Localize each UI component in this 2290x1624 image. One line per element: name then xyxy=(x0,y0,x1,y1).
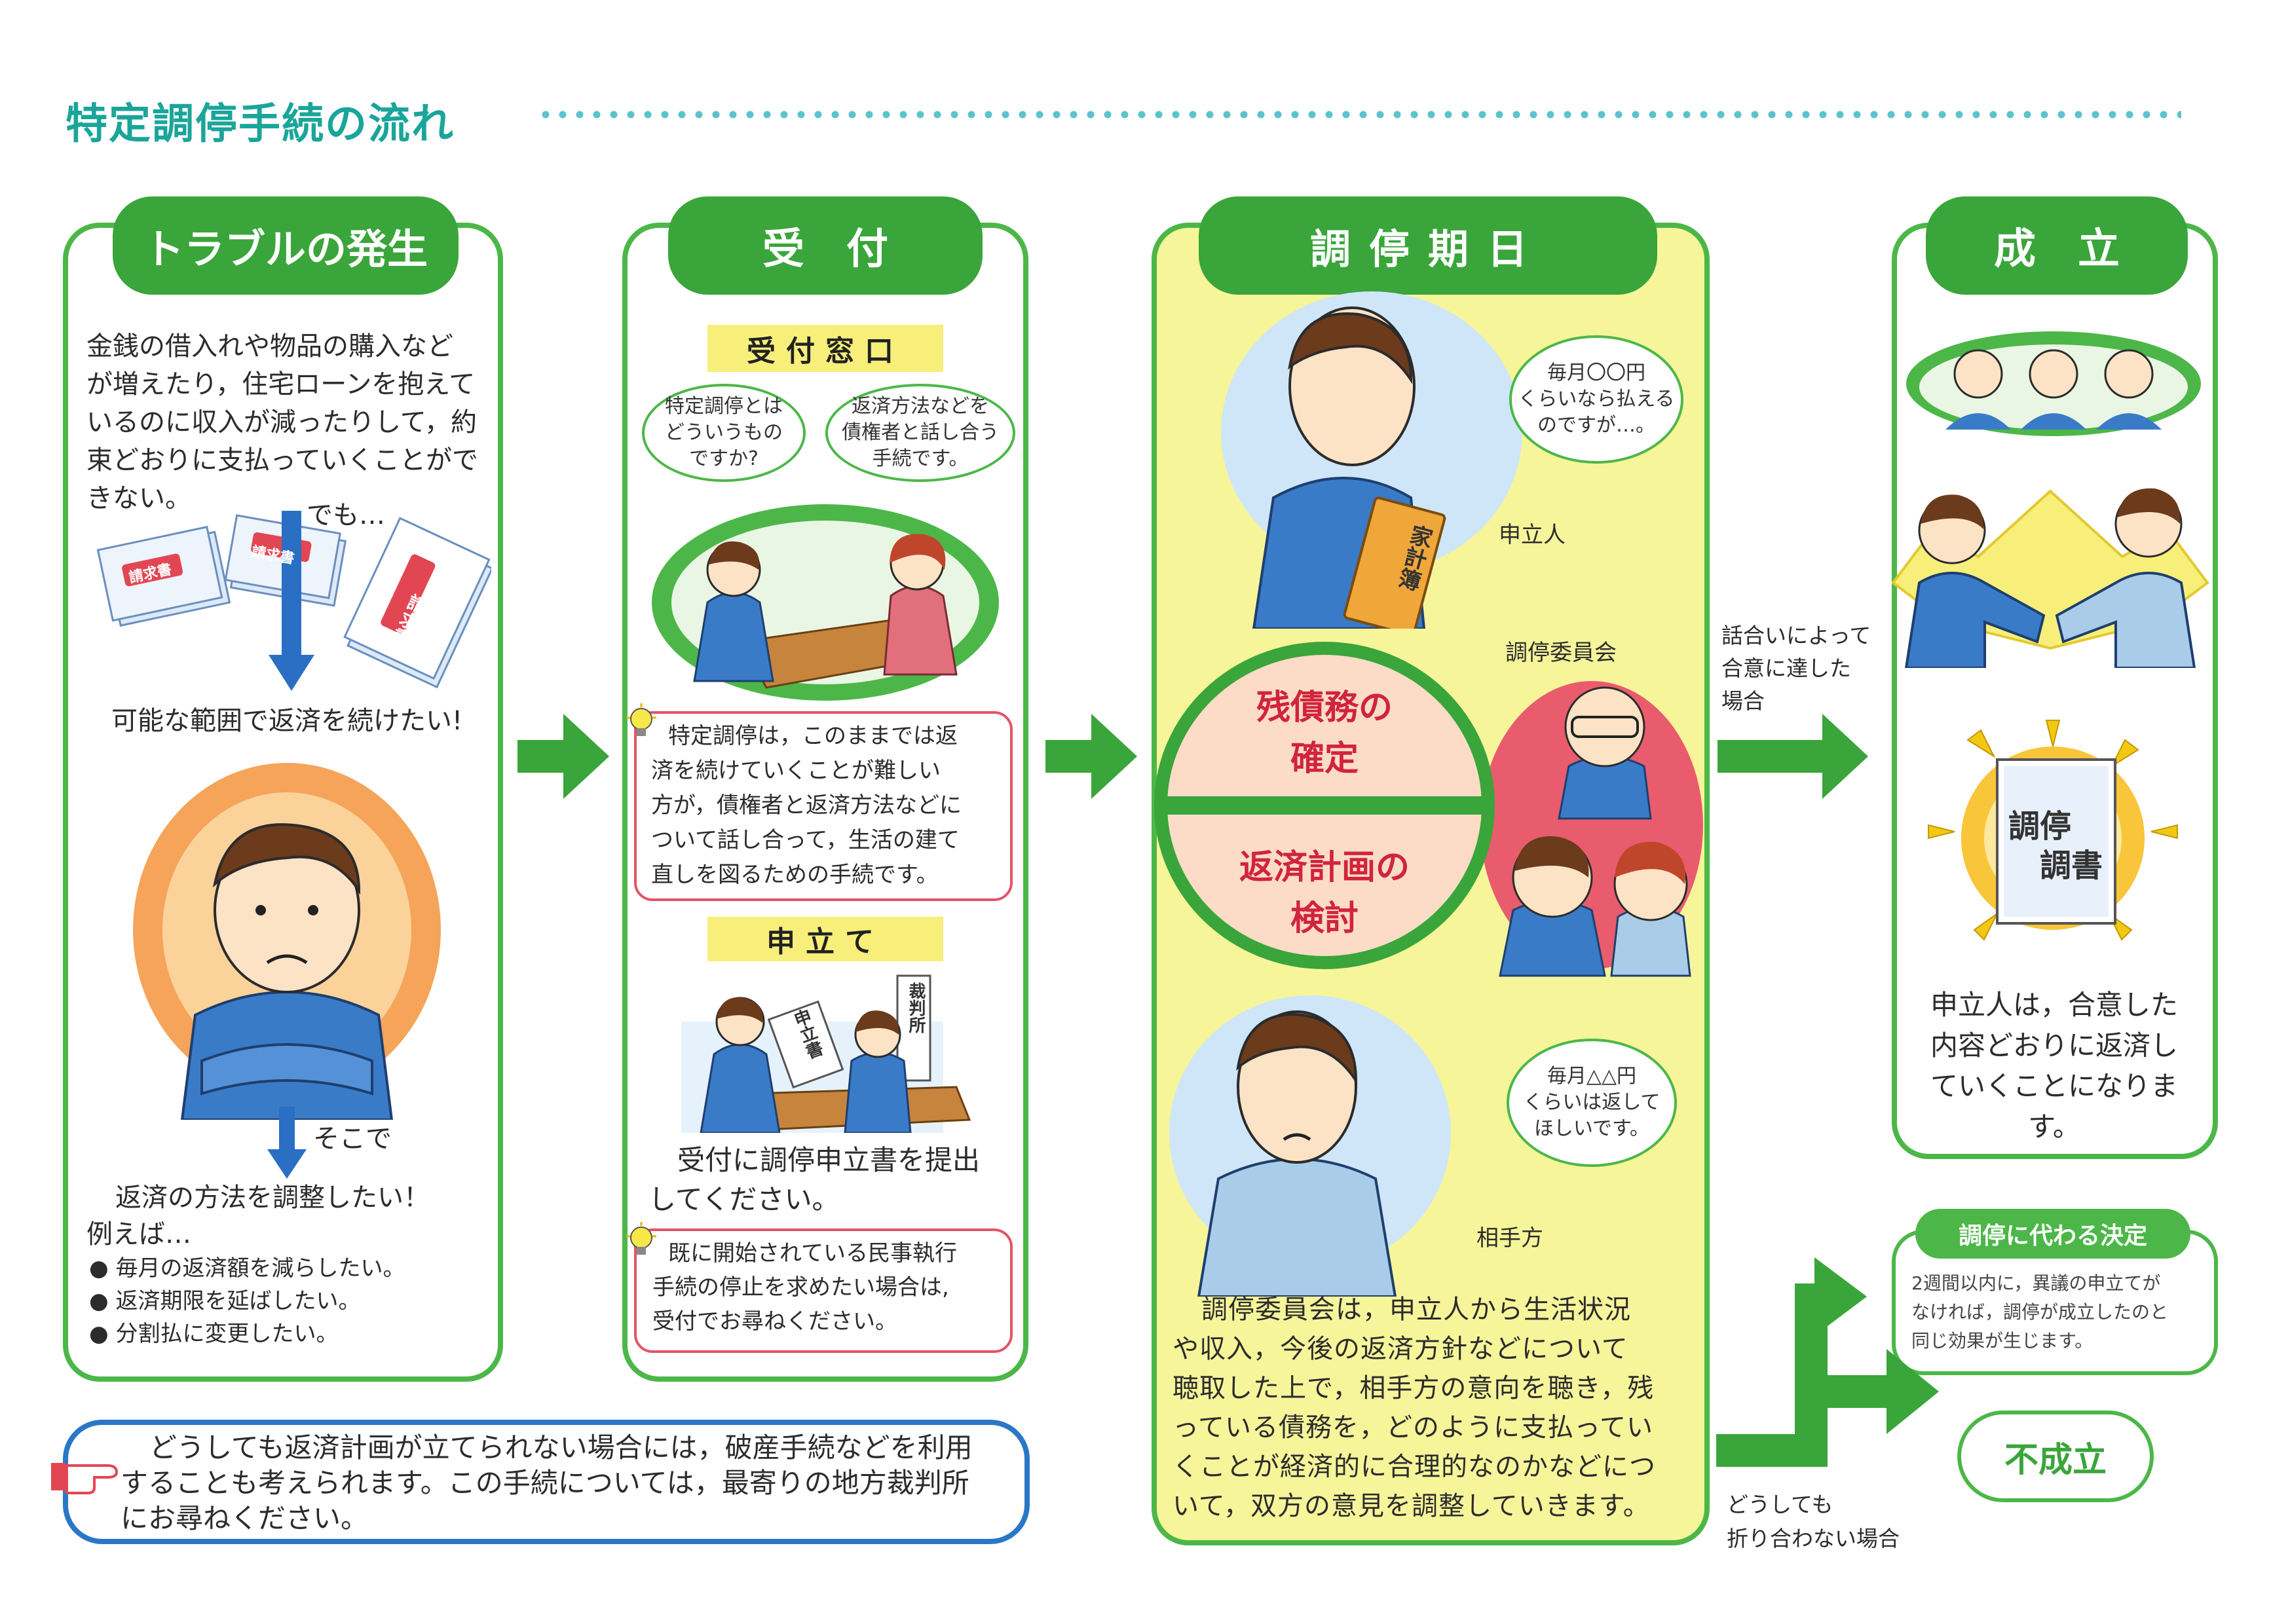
repayment-plan-text: 返済計画の 検討 xyxy=(1239,848,1410,938)
court-sign-label: 裁判所 xyxy=(906,982,926,1033)
bills-illustration xyxy=(96,511,491,691)
panel-members-illustration xyxy=(1906,331,2201,436)
page-title: 特定調停手続の流れ xyxy=(66,100,455,149)
mediation-record-illustration xyxy=(1928,720,2178,941)
trouble-title: トラブルの発生 xyxy=(113,196,459,295)
trouble-demo: でも… xyxy=(307,500,385,530)
branch-arrows xyxy=(1716,1257,1939,1467)
success-description: 申立人は，合意した 内容どおりに返済し ていくことになります。 xyxy=(1930,989,2178,1143)
counterparty-illustration xyxy=(1169,995,1451,1297)
trouble-wish: 可能な範囲で返済を続けたい! xyxy=(111,706,463,736)
no-agreement-note: どうしても 折り合わない場合 xyxy=(1727,1492,1900,1551)
reception-apply-label: 申立て xyxy=(707,917,943,961)
reception-submit: 受付に調停申立書を提出 してください。 xyxy=(648,1144,981,1215)
reception-title: 受 付 xyxy=(668,196,983,295)
trouble-intro-line: が増えたり，住宅ローンを抱えて xyxy=(86,369,476,399)
pointing-hand-icon xyxy=(51,1463,119,1494)
mediation-record-text: 調停 調書 xyxy=(2008,808,2103,884)
success-title: 成 立 xyxy=(1926,196,2188,295)
bubble-question: 特定調停とはどういうものですか? xyxy=(642,384,806,482)
bullet-item: ● 分割払に変更したい。 xyxy=(89,1321,339,1347)
flow-arrow-3 xyxy=(1718,714,1868,799)
committee-illustration xyxy=(1480,681,1703,977)
trouble-intro-line: きない。 xyxy=(86,483,191,513)
trouble-then: そこで xyxy=(313,1124,392,1154)
lightbulb-icon xyxy=(626,703,656,736)
reception-note-1-text: 特定調停は，このままでは返 済を続けていくことが難しい 方が，債権者と返済方法な… xyxy=(651,723,962,888)
trouble-intro-line: 束どおりに支払っていくことがで xyxy=(86,445,478,475)
committee-label: 調停委員会 xyxy=(1505,640,1617,666)
trouble-adjust: 返済の方法を調整したい！ xyxy=(115,1183,430,1213)
down-arrow-icon xyxy=(267,1107,307,1179)
reception-note-2 xyxy=(634,1228,1013,1353)
bankruptcy-note-text: どうしても返済計画が立てられない場合には，破産手続などを利用 することも考えられ… xyxy=(121,1431,973,1534)
bullet-item: ● 返済期限を延ばしたい。 xyxy=(89,1288,361,1314)
mediation-description: 調停委員会は，申立人から生活状況 や収入，今後の返済方針などについて 聴取した上… xyxy=(1173,1295,1656,1521)
trouble-intro-line: 金銭の借入れや物品の購入など xyxy=(86,331,453,361)
applicant-speech-bubble: 毎月〇〇円くらいなら払えるのですが…。 xyxy=(1509,335,1683,464)
reception-note-1 xyxy=(634,711,1013,901)
reception-note-2-text: 既に開始されている民事執行 手続の停止を求めたい場合は, 受付でお尋ねください。 xyxy=(652,1240,957,1335)
flow-arrow-1 xyxy=(517,714,609,799)
alt-decision-title: 調停に代わる決定 xyxy=(1915,1209,2190,1259)
flow-arrow-2 xyxy=(1045,714,1137,799)
trouble-intro-line: いるのに収入が減ったりして，約 xyxy=(86,407,477,437)
circle-divider xyxy=(1167,796,1488,815)
title-dotted-rule xyxy=(537,110,2181,119)
counterparty-label: 相手方 xyxy=(1476,1225,1543,1251)
failure-badge: 不成立 xyxy=(1957,1411,2154,1502)
reception-desk-illustration xyxy=(652,504,999,701)
filing-illustration xyxy=(681,974,971,1133)
trouble-example: 例えば… xyxy=(86,1219,191,1249)
mediation-title: 調停期日 xyxy=(1199,196,1657,295)
applicant-illustration xyxy=(1221,291,1522,629)
reception-window-label: 受付窓口 xyxy=(707,325,943,372)
trouble-bullets: ● 毎月の返済額を減らしたい。 ● 返済期限を延ばしたい。 ● 分割払に変更した… xyxy=(89,1252,405,1350)
bankruptcy-note-box xyxy=(63,1420,1030,1544)
counterparty-speech-bubble: 毎月△△円くらいは返してほしいです。 xyxy=(1507,1039,1677,1167)
handshake-illustration xyxy=(1891,488,2209,668)
alt-decision-text: 2週間以内に，異議の申立てが なければ，調停が成立したのと 同じ効果が生じます。 xyxy=(1911,1272,2169,1352)
bubble-answer: 返済方法などを債権者と話し合う手続です。 xyxy=(825,384,1015,482)
bullet-item: ● 毎月の返済額を減らしたい。 xyxy=(89,1255,405,1282)
applicant-label: 申立人 xyxy=(1499,522,1566,548)
agreement-note: 話合いによって 合意に達した 場合 xyxy=(1721,623,1871,714)
trouble-intro: 金銭の借入れや物品の購入など が増えたり，住宅ローンを抱えて いるのに収入が減っ… xyxy=(86,327,493,517)
worried-man-illustration xyxy=(133,763,441,1120)
lightbulb-icon xyxy=(626,1222,656,1255)
remaining-debt-text: 残債務の 確定 xyxy=(1256,688,1393,779)
